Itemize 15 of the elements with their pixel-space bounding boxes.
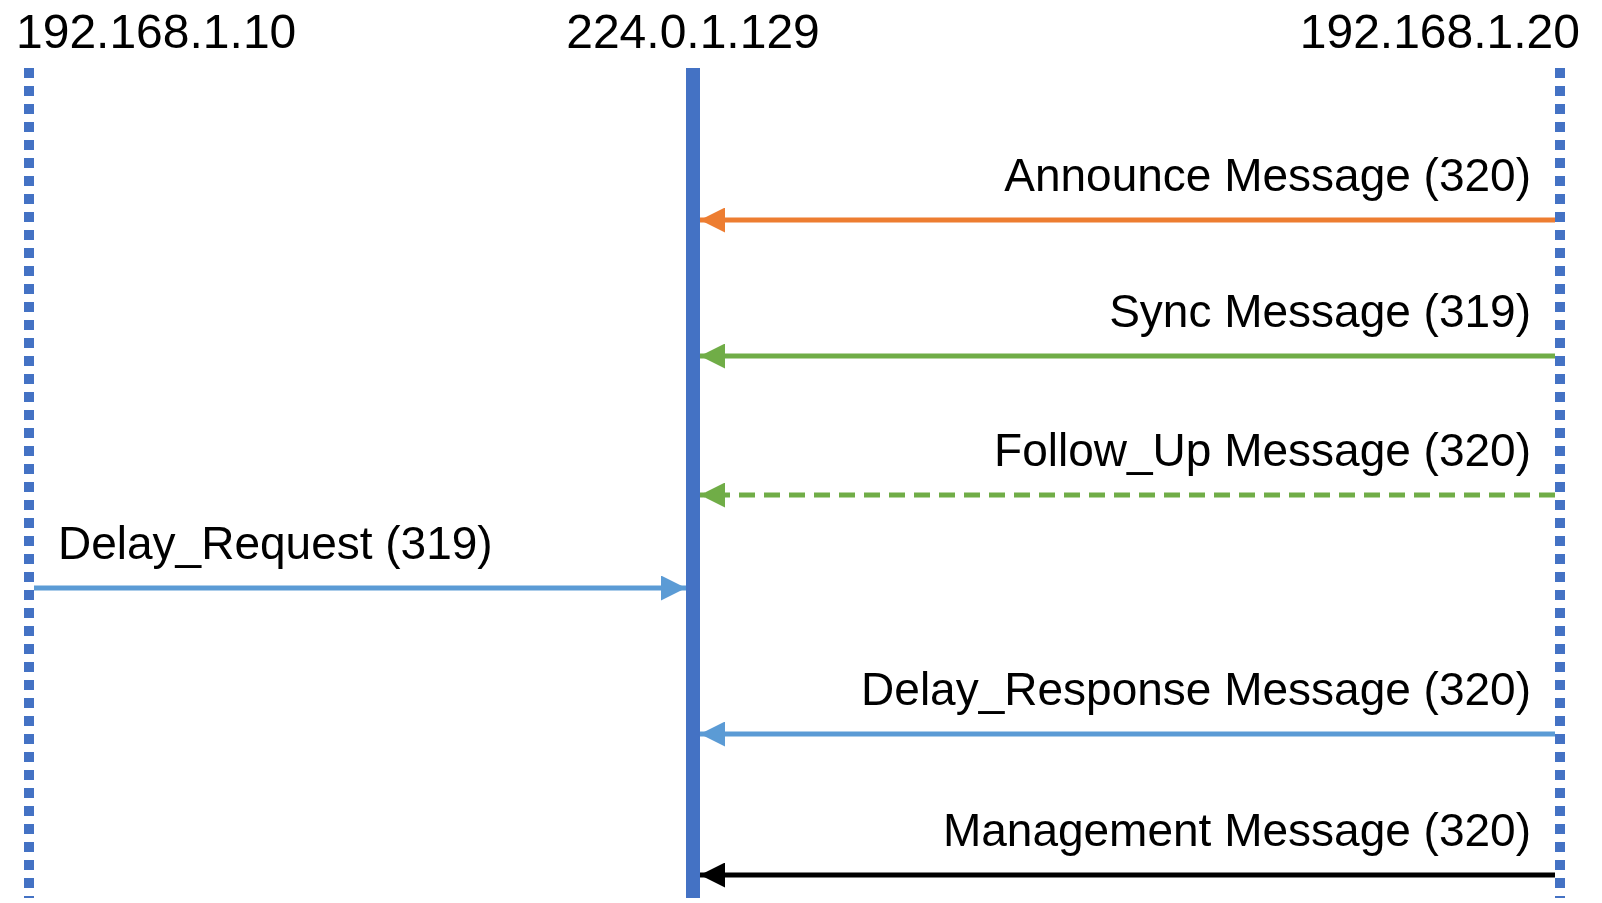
- host-address: 192.168.1.10: [16, 4, 297, 60]
- message-arrow: [34, 575, 686, 601]
- message-label: Sync Message (319): [1109, 284, 1531, 338]
- message-arrow: [700, 207, 1555, 233]
- message-arrow: [700, 862, 1555, 888]
- message-label: Announce Message (320): [1004, 148, 1531, 202]
- message-label: Management Message (320): [942, 803, 1531, 857]
- message-label: Follow_Up Message (320): [994, 423, 1531, 477]
- host-address: 224.0.1.129: [565, 4, 821, 60]
- message-label: Delay_Request (319): [58, 516, 493, 570]
- message-arrow: [700, 482, 1555, 508]
- message-arrow: [700, 721, 1555, 747]
- message-label: Delay_Response Message (320): [861, 662, 1531, 716]
- message-arrow: [700, 343, 1555, 369]
- host-address: 192.168.1.20: [1299, 4, 1580, 60]
